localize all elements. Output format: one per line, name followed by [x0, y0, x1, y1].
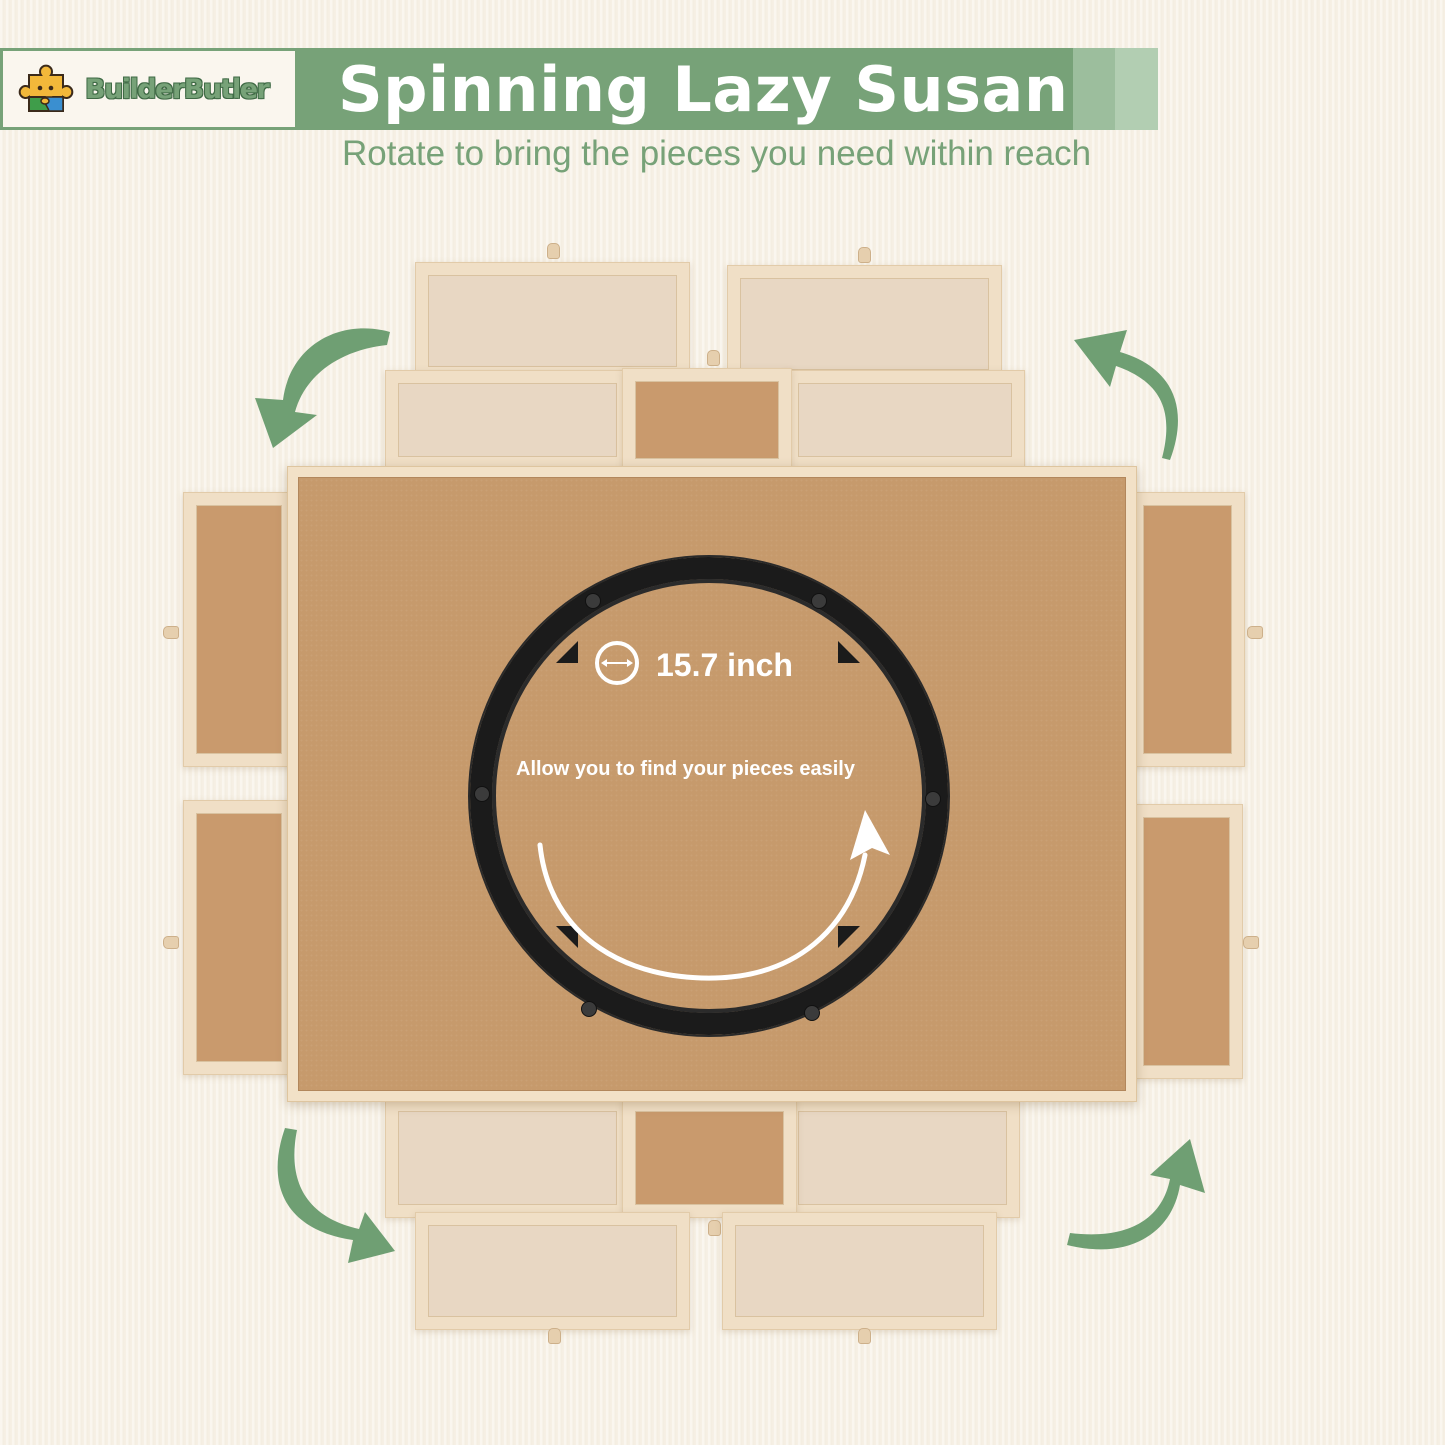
drawer-interior: [635, 381, 779, 459]
ring-bolt-icon: [811, 593, 827, 609]
drawer-left-lower[interactable]: [183, 800, 295, 1075]
ring-bolt-icon: [804, 1005, 820, 1021]
ring-bolt-icon: [585, 593, 601, 609]
drawer-knob[interactable]: [708, 1220, 721, 1236]
rotate-arrow-top-left-icon: [255, 328, 390, 448]
drawer-interior: [740, 278, 989, 370]
drawer-bottom-center[interactable]: [622, 1098, 797, 1218]
drawer-interior: [798, 1111, 1007, 1205]
drawer-top-right-outer[interactable]: [727, 265, 1002, 383]
diameter-icon: [594, 640, 640, 691]
drawer-right-lower[interactable]: [1130, 804, 1243, 1079]
rotate-arrow-top-right-icon: [1074, 330, 1178, 460]
drawer-knob[interactable]: [547, 243, 560, 259]
drawer-top-right-inner[interactable]: [785, 370, 1025, 470]
drawer-right-upper[interactable]: [1130, 492, 1245, 767]
puzzle-piece-icon: [15, 63, 77, 115]
drawer-interior: [398, 1111, 617, 1205]
brand-logo-box: BuilderButler: [0, 48, 298, 130]
diameter-value: 15.7 inch: [656, 647, 793, 683]
drawer-interior: [1143, 505, 1232, 754]
drawer-interior: [196, 813, 282, 1062]
ring-bolt-icon: [474, 786, 490, 802]
title-banner: Spinning Lazy Susan: [298, 48, 1158, 130]
drawer-knob[interactable]: [707, 350, 720, 366]
drawer-bottom-right-outer[interactable]: [722, 1212, 997, 1330]
rotate-arrow-bottom-left-icon: [277, 1128, 395, 1263]
drawer-knob[interactable]: [858, 247, 871, 263]
lazy-susan-inner-track: [492, 579, 926, 1013]
drawer-top-left-inner[interactable]: [385, 370, 630, 470]
drawer-interior: [196, 505, 282, 754]
page-title: Spinning Lazy Susan: [338, 52, 1069, 126]
feature-tagline: Allow you to find your pieces easily: [516, 758, 855, 780]
rotation-arrow-icon: [537, 810, 890, 981]
drawer-interior: [735, 1225, 984, 1317]
title-banner-main: Spinning Lazy Susan: [298, 48, 1073, 130]
drawer-knob[interactable]: [858, 1328, 871, 1344]
drawer-interior: [798, 383, 1012, 457]
drawer-interior: [428, 275, 677, 367]
drawer-top-left-outer[interactable]: [415, 262, 690, 380]
drawer-interior: [428, 1225, 677, 1317]
banner-stripe: [1073, 48, 1115, 130]
drawer-knob[interactable]: [548, 1328, 561, 1344]
ring-bolt-icon: [925, 791, 941, 807]
drawer-interior: [635, 1111, 784, 1205]
drawer-bottom-right-inner[interactable]: [785, 1098, 1020, 1218]
rotate-arrow-bottom-right-icon: [1067, 1139, 1205, 1250]
ring-bolt-icon: [581, 1001, 597, 1017]
page-subtitle: Rotate to bring the pieces you need with…: [342, 134, 1092, 173]
drawer-left-upper[interactable]: [183, 492, 295, 767]
diameter-label: 15.7 inch: [594, 640, 793, 691]
drawer-bottom-left-inner[interactable]: [385, 1098, 630, 1218]
drawer-knob[interactable]: [1247, 626, 1263, 639]
drawer-interior: [398, 383, 617, 457]
drawer-bottom-left-outer[interactable]: [415, 1212, 690, 1330]
drawer-knob[interactable]: [1243, 936, 1259, 949]
banner-stripe: [1115, 48, 1158, 130]
brand-name: BuilderButler: [85, 73, 270, 105]
drawer-knob[interactable]: [163, 626, 179, 639]
drawer-interior: [1143, 817, 1230, 1066]
drawer-top-center[interactable]: [622, 368, 792, 472]
drawer-knob[interactable]: [163, 936, 179, 949]
